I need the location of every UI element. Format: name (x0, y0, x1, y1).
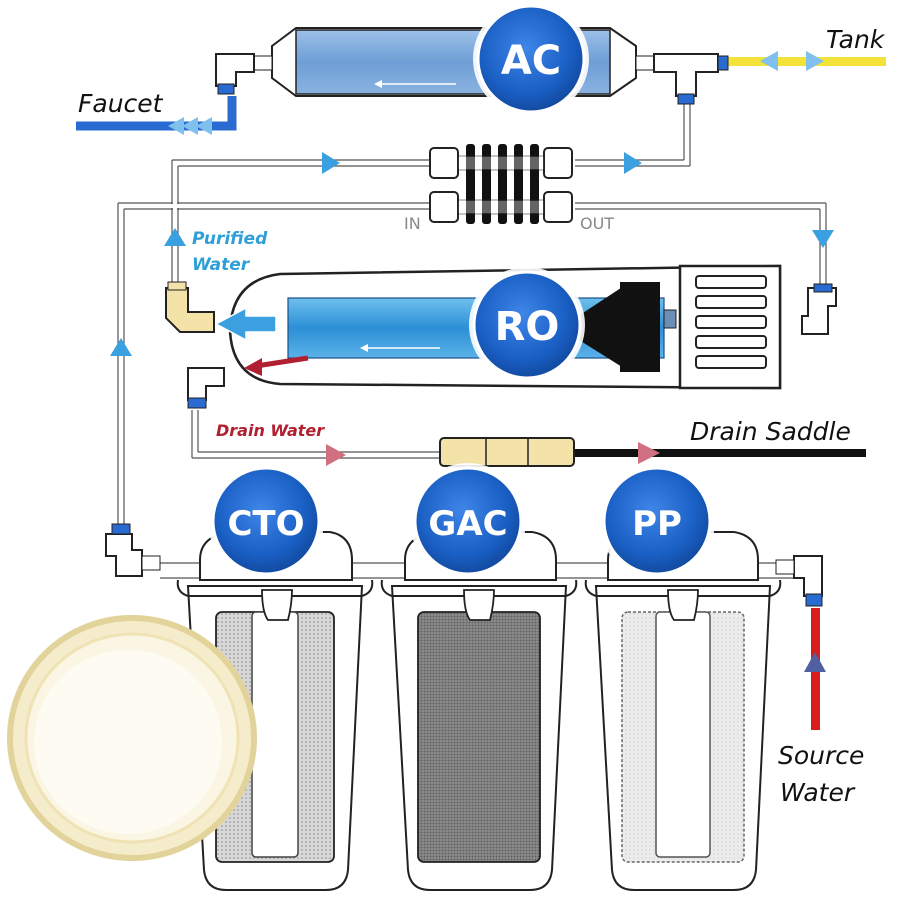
manifold-in-label: IN (404, 214, 421, 233)
gac-badge: GAC (410, 463, 526, 579)
sediment-disc-photo (7, 615, 257, 861)
ac-badge-label: AC (501, 38, 561, 84)
cto-outlet-elbow (105, 523, 161, 577)
gac-housing (380, 531, 578, 891)
drain-flow-arrows (326, 442, 660, 466)
gac-badge-label: GAC (428, 504, 507, 544)
tank-flow-arrows (760, 51, 824, 71)
ac-filter (253, 27, 655, 97)
drain-output-arrow (255, 355, 309, 369)
source-water-label-line1: Source (778, 741, 864, 770)
cto-housing (176, 531, 374, 891)
purified-water-label-line2: Water (192, 255, 251, 275)
source-inlet-elbow (775, 555, 823, 607)
pp-badge-label: PP (632, 504, 682, 544)
flow-manifold (429, 144, 573, 224)
purified-output-arrow (214, 306, 277, 342)
faucet-label: Faucet (78, 89, 164, 118)
pp-housing (584, 531, 782, 891)
tubing-flow-arrows (110, 152, 834, 356)
ro-badge: RO (469, 267, 585, 383)
source-flow-arrow (804, 652, 826, 672)
drain-water-label: Drain Water (216, 421, 325, 440)
faucet-flow-arrows (168, 117, 212, 135)
ro-badge-label: RO (495, 304, 560, 350)
cto-badge-label: CTO (227, 504, 304, 544)
drain-saddle-line (574, 449, 866, 457)
drain-saddle-label: Drain Saddle (690, 417, 851, 446)
faucet-line (76, 96, 237, 131)
cto-badge: CTO (208, 463, 324, 579)
manifold-out-label: OUT (580, 214, 614, 233)
source-water-label-line2: Water (780, 778, 856, 807)
ac-right-tee (653, 53, 729, 105)
ro-inlet-fitting (801, 283, 837, 335)
ro-drain-fitting (187, 367, 225, 409)
flow-restrictor (439, 437, 575, 467)
ac-badge: AC (473, 1, 589, 117)
purified-water-label-line1: Purified (192, 229, 268, 249)
tank-line (720, 57, 886, 66)
tank-label: Tank (826, 25, 886, 54)
ac-left-elbow (215, 53, 255, 95)
pp-badge: PP (599, 463, 715, 579)
ro-purified-fitting (165, 281, 215, 333)
